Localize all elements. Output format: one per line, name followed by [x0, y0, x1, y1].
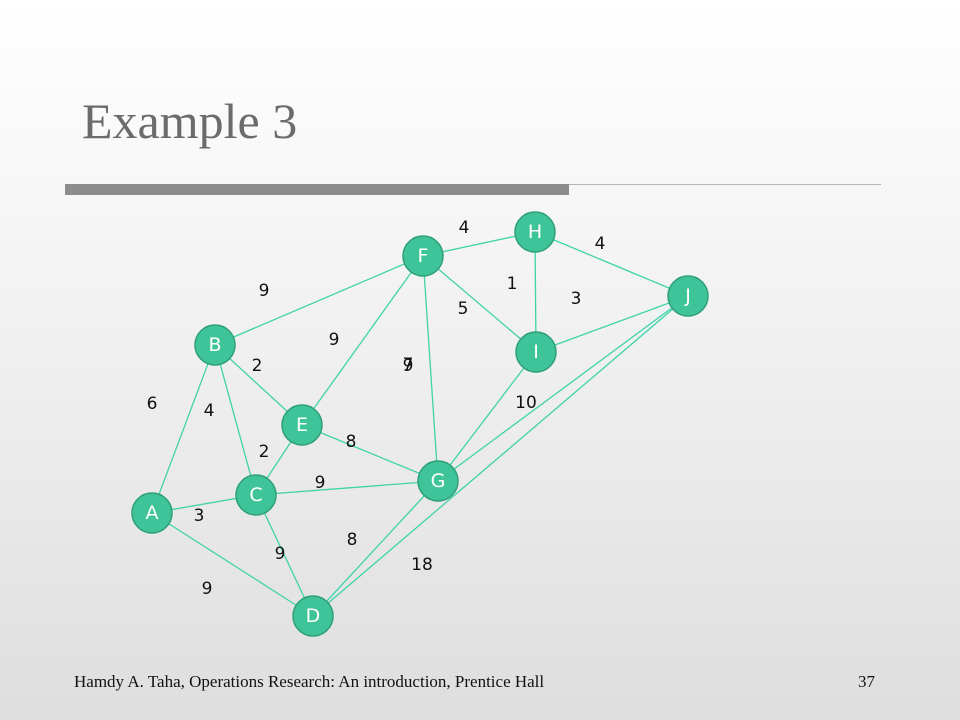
edges-layer: [151, 231, 689, 617]
edge-weight-a-c: 3: [194, 506, 205, 526]
edge-weight-b-e: 2: [252, 356, 263, 376]
node-b: B: [194, 324, 236, 366]
edge-c-d: [255, 494, 314, 617]
node-circle-h: [514, 211, 556, 253]
edge-a-b: [151, 344, 216, 514]
node-label-j: J: [684, 285, 691, 307]
node-label-e: E: [296, 414, 308, 436]
edge-e-g: [301, 424, 439, 482]
node-circle-e: [281, 404, 323, 446]
node-label-h: H: [528, 221, 542, 243]
node-j: J: [667, 275, 709, 317]
node-circle-i: [515, 331, 557, 373]
node-circle-g: [417, 460, 459, 502]
edge-weight-h-j: 4: [595, 234, 606, 254]
edge-b-c: [214, 344, 257, 496]
node-i: I: [515, 331, 557, 373]
edge-weight-b-c: 4: [204, 401, 215, 421]
edge-a-d: [151, 512, 314, 617]
title-underline-thin: [569, 184, 881, 185]
node-label-a: A: [146, 502, 159, 524]
node-h: H: [514, 211, 556, 253]
edge-weight-h-i: 1: [507, 274, 518, 294]
weights-layer: 6 3 9 9 2 4 2 9 9 9 8 7 4 5 1 4 3 10 8 18 9: [147, 218, 606, 599]
edge-weight-i-g: 10: [515, 393, 537, 413]
node-circle-b: [194, 324, 236, 366]
node-label-b: B: [208, 334, 221, 356]
edge-weight-f-i: 5: [458, 299, 469, 319]
edge-e-f: [301, 255, 424, 426]
edge-weight-f-h: 4: [459, 218, 470, 238]
overlapping-weight-label: 9: [403, 356, 414, 376]
node-circle-c: [235, 474, 277, 516]
node-g: G: [417, 460, 459, 502]
edge-weight-c-g: 9: [315, 473, 326, 493]
node-a: A: [131, 492, 173, 534]
node-f: F: [402, 235, 444, 277]
edge-i-j: [535, 295, 689, 353]
edge-g-d: [312, 480, 439, 617]
node-circle-j: [667, 275, 709, 317]
edge-i-g: [437, 351, 537, 482]
node-label-c: C: [249, 484, 262, 506]
edge-weight-c-d: 9: [275, 544, 286, 564]
edge-weight-e-f: 9: [329, 330, 340, 350]
edge-f-g: [422, 255, 439, 482]
node-e: E: [281, 404, 323, 446]
edge-weight-c-e: 2: [259, 442, 270, 462]
edge-weight-a-b: 6: [147, 394, 158, 414]
edge-weight-b-f: 9: [259, 281, 270, 301]
title-underline-thick: [65, 184, 569, 195]
node-circle-f: [402, 235, 444, 277]
edge-weight-i-j: 3: [571, 289, 582, 309]
slide-title: Example 3: [82, 93, 298, 149]
edge-weight-g-d: 8: [347, 530, 358, 550]
node-label-g: G: [431, 470, 446, 492]
node-circle-a: [131, 492, 173, 534]
node-label-f: F: [418, 245, 429, 267]
page-number: 37: [858, 672, 875, 691]
footer-citation: Hamdy A. Taha, Operations Research: An i…: [74, 672, 545, 691]
nodes-layer: A B C D E F G H I J: [131, 211, 709, 637]
edge-b-f: [214, 255, 424, 346]
edge-c-g: [255, 480, 439, 496]
edge-weight-d-j: 18: [411, 555, 433, 575]
edge-weight-f-g: 7: [403, 355, 414, 375]
edge-f-i: [422, 255, 537, 353]
node-label-d: D: [306, 605, 321, 627]
edge-d-j: [312, 295, 689, 617]
edge-h-j: [534, 231, 689, 297]
node-circle-d: [292, 595, 334, 637]
node-d: D: [292, 595, 334, 637]
node-c: C: [235, 474, 277, 516]
edge-weight-a-d: 9: [202, 579, 213, 599]
node-label-i: I: [533, 341, 539, 363]
edge-g-j: [437, 295, 689, 482]
edge-weight-e-g: 8: [346, 432, 357, 452]
